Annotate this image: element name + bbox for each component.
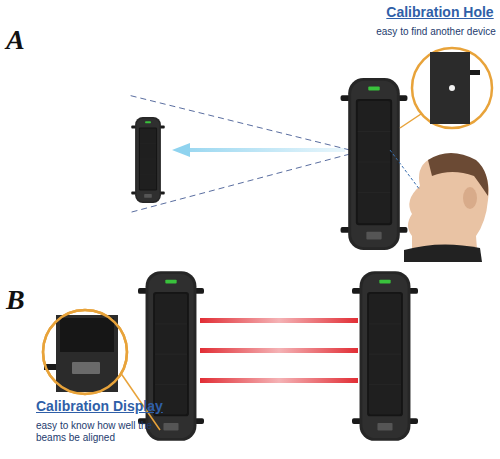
callout-note: easy to find another device — [375, 26, 497, 38]
panel-letter: A — [6, 24, 46, 56]
callout-note: easy to know how well the beams be align… — [36, 420, 166, 443]
callout-title: Calibration Hole — [383, 4, 497, 20]
callout-title: Calibration Display — [36, 398, 170, 414]
panel-letter: B — [6, 284, 46, 316]
